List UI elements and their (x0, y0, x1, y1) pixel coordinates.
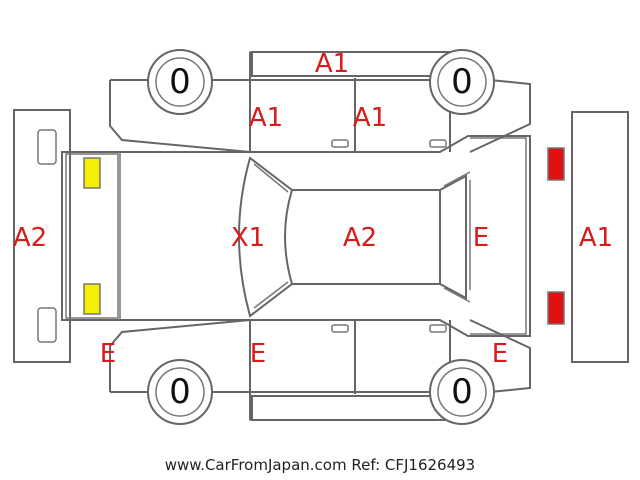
wheel-rear-right-count: 0 (451, 372, 473, 412)
label-top-bumper: A1 (315, 49, 349, 79)
label-hood-area: X1 (231, 223, 265, 253)
wheel-rear-right: 0 (429, 359, 495, 425)
front-lamp-top (83, 157, 101, 189)
label-rear-panel: A1 (579, 223, 613, 253)
label-rear-door-top: A1 (353, 103, 387, 133)
reference-footer: www.CarFromJapan.com Ref: CFJ1626493 (164, 456, 476, 474)
wheel-front-right-count: 0 (451, 62, 473, 102)
rear-door-handle-bottom (429, 324, 447, 333)
front-door-handle-top (331, 139, 349, 148)
label-front-panel: A2 (13, 223, 47, 253)
label-front-door-top: A1 (249, 103, 283, 133)
wheel-front-right: 0 (429, 49, 495, 115)
rear-lamp-top (547, 147, 565, 181)
car-body-outline (61, 135, 531, 337)
label-roof: A2 (343, 223, 377, 253)
cabin-top-view (238, 156, 471, 318)
wheel-rear-left: 0 (147, 359, 213, 425)
wheel-front-left-count: 0 (169, 62, 191, 102)
label-front-door-bottom: E (250, 339, 266, 369)
label-rear-glass: E (473, 223, 489, 253)
front-bumper-panel (13, 109, 71, 363)
rear-lamp-bottom (547, 291, 565, 325)
label-front-left-corner: E (100, 339, 116, 369)
label-rear-right-corner: E (492, 339, 508, 369)
wheel-front-left: 0 (147, 49, 213, 115)
rear-door-handle-top (429, 139, 447, 148)
front-door-handle-bottom (331, 324, 349, 333)
front-lamp-bottom (83, 283, 101, 315)
wheel-rear-left-count: 0 (169, 372, 191, 412)
rear-bumper-panel (571, 111, 629, 363)
